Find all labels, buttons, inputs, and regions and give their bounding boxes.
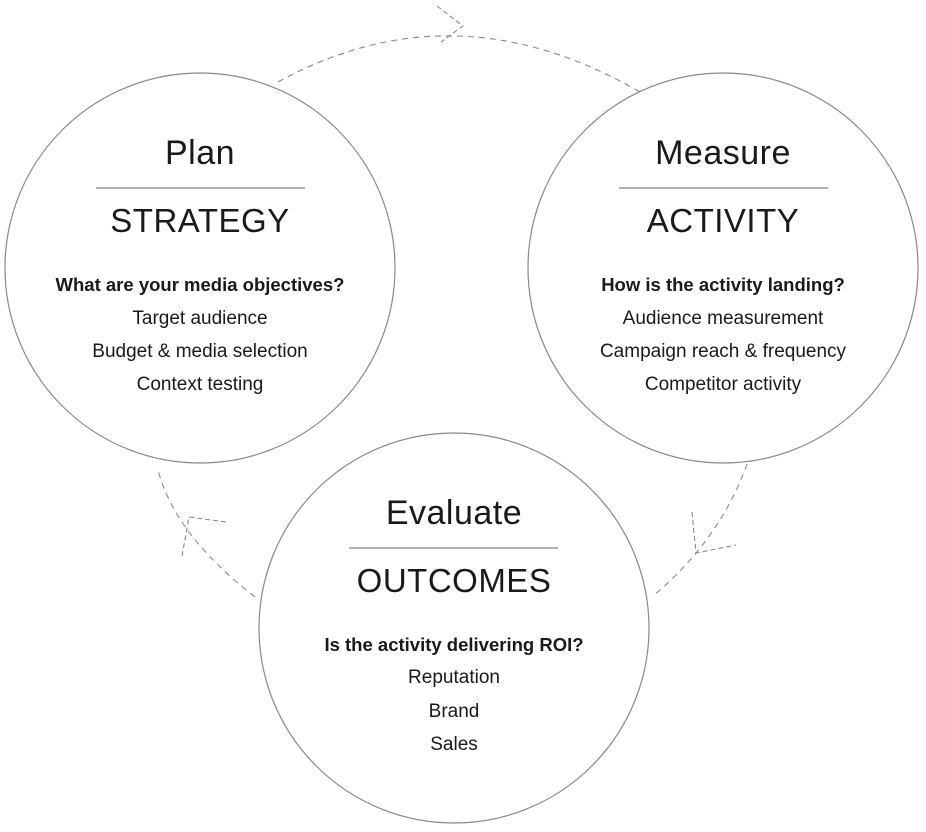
measure-item: Competitor activity bbox=[644, 374, 802, 395]
evaluate-question: Is the activity delivering ROI? bbox=[324, 634, 584, 655]
measure-item: Audience measurement bbox=[622, 308, 824, 329]
measure-circle bbox=[527, 72, 919, 464]
measure-item: Campaign reach & frequency bbox=[599, 341, 847, 362]
evaluate-subtitle: OUTCOMES bbox=[356, 562, 552, 599]
evaluate-title: Evaluate bbox=[385, 494, 523, 532]
plan-item: Context testing bbox=[136, 374, 264, 395]
evaluate-item: Reputation bbox=[408, 667, 500, 688]
plan-subtitle: STRATEGY bbox=[110, 202, 290, 239]
measure-question: How is the activity landing? bbox=[601, 274, 845, 295]
evaluate-item: Sales bbox=[430, 734, 478, 755]
arrow-head-evaluate-to-plan bbox=[181, 516, 227, 557]
plan-question: What are your media objectives? bbox=[55, 274, 345, 295]
cycle-arrow-plan-to-measure bbox=[277, 35, 641, 93]
cycle-arrow-evaluate-to-plan bbox=[157, 469, 256, 598]
arrow-head-measure-to-evaluate bbox=[691, 511, 737, 554]
arrow-head-plan-to-measure bbox=[436, 5, 464, 43]
measure-title: Measure bbox=[655, 134, 791, 172]
evaluate-circle bbox=[258, 432, 650, 824]
plan-item: Budget & media selection bbox=[92, 341, 308, 362]
cycle-arrow-measure-to-evaluate bbox=[651, 463, 748, 598]
evaluate-item: Brand bbox=[428, 701, 480, 722]
plan-circle bbox=[4, 72, 396, 464]
plan-title: Plan bbox=[164, 134, 236, 172]
plan-item: Target audience bbox=[132, 308, 268, 329]
measure-subtitle: ACTIVITY bbox=[646, 202, 800, 239]
